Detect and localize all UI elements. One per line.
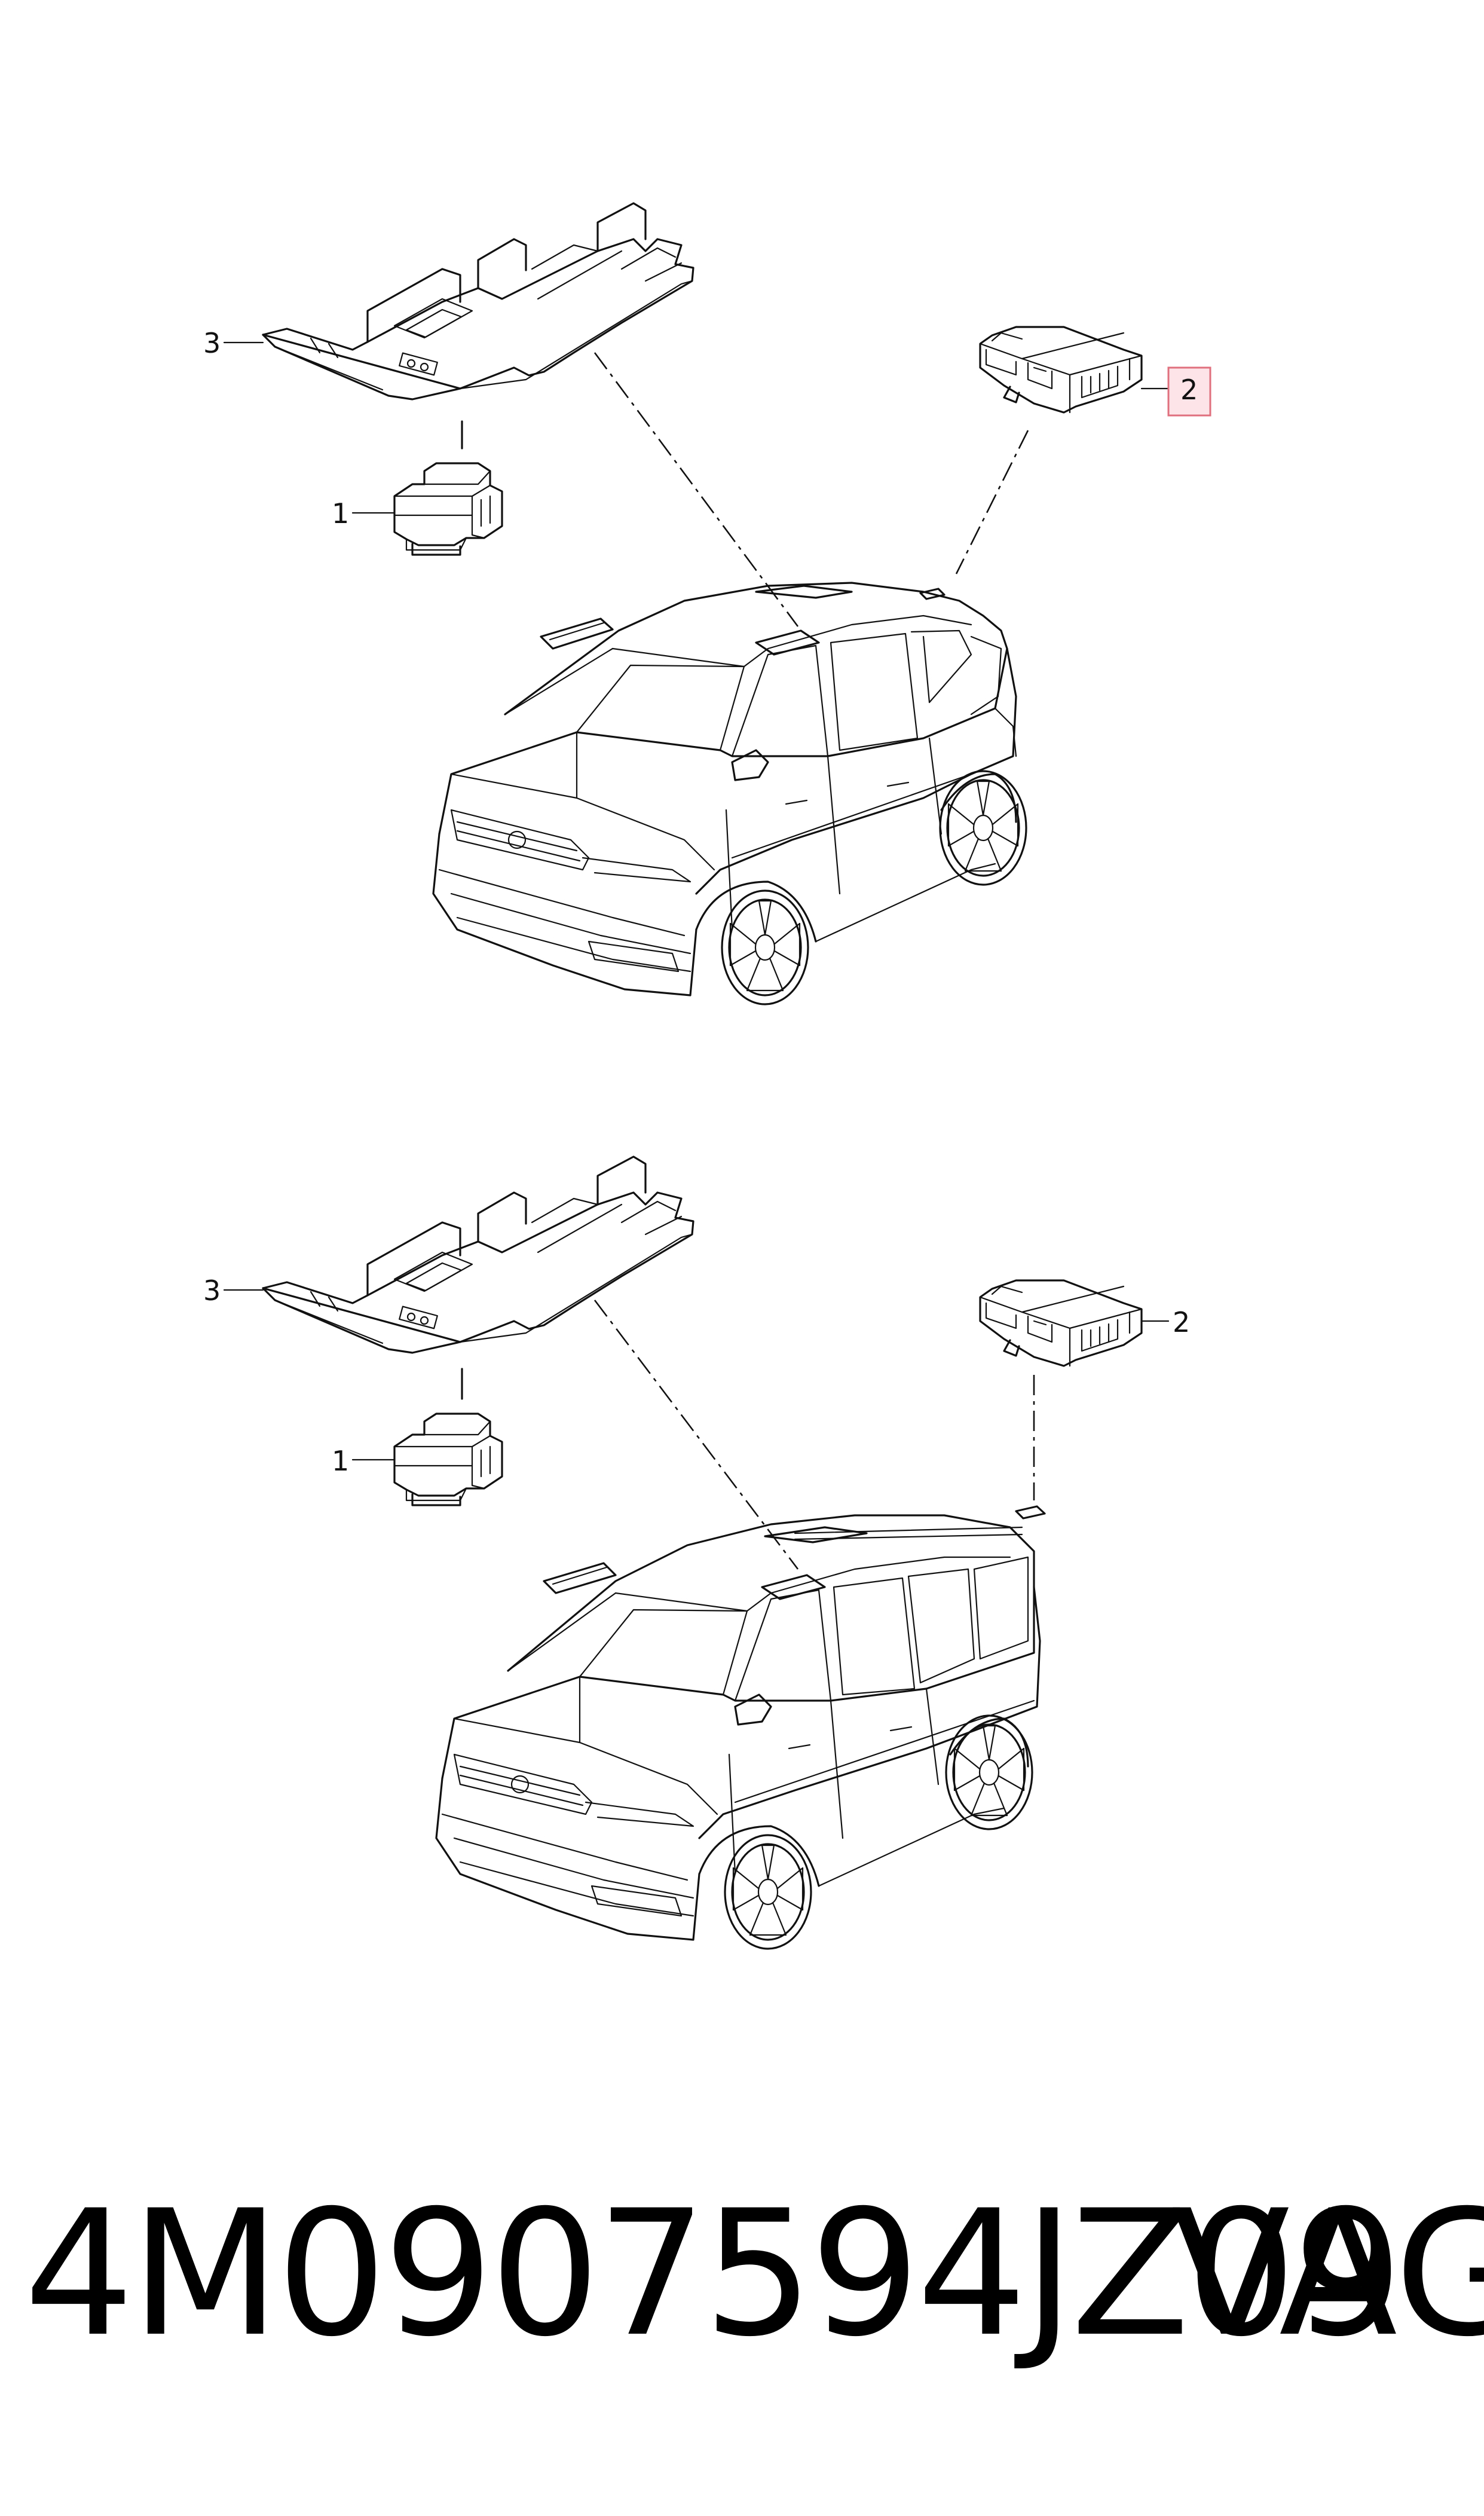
leader-line-console <box>593 352 799 627</box>
switch-part-1-top <box>393 462 503 556</box>
brand-name: VAG <box>1171 2173 1484 2375</box>
console-mount-marker <box>755 629 820 656</box>
console-mount-marker <box>761 1574 826 1600</box>
callout-2-label: 2 <box>1173 1306 1190 1338</box>
module-mount-marker <box>919 588 946 600</box>
leader-line-module <box>955 430 1029 574</box>
sedan-vehicle-illustration <box>433 583 1026 1004</box>
callout-2-label[interactable]: 2 <box>1180 374 1198 406</box>
estate-vehicle-illustration <box>436 1515 1040 1949</box>
module-mount-marker <box>1015 1505 1046 1520</box>
control-unit-part-2-bottom <box>979 1279 1143 1367</box>
top-assembly-group: 3 1 2 <box>203 202 1211 1004</box>
bottom-assembly-group: 3 1 2 <box>203 1155 1190 1949</box>
callout-3-label: 3 <box>203 1274 221 1307</box>
part-number: 4M0907594JZ09 <box>24 2173 1403 2375</box>
roof-console-part-3-top <box>262 202 694 401</box>
switch-part-1-bottom <box>393 1413 503 1506</box>
callout-2-highlight-box[interactable] <box>1167 366 1211 417</box>
callout-3-label: 3 <box>203 327 221 359</box>
callout-1-label: 1 <box>332 1445 349 1477</box>
callout-1-label: 1 <box>332 497 349 530</box>
control-unit-part-2-top <box>979 326 1143 414</box>
leader-line-console <box>593 1300 799 1570</box>
roof-console-part-3-bottom <box>262 1155 694 1354</box>
